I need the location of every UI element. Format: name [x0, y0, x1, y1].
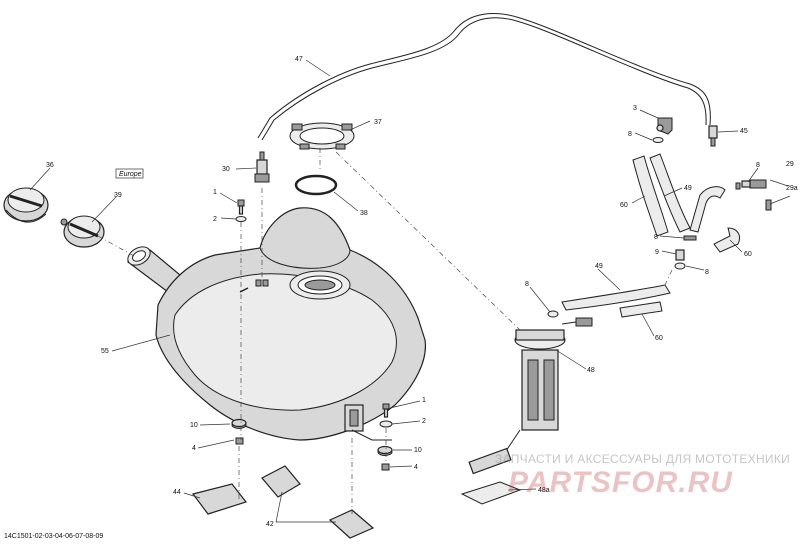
callout-3: 3 — [633, 105, 637, 112]
region-tag-box — [115, 168, 144, 179]
watermark-text: ЗАПЧАСТИ И АКСЕССУАРЫ ДЛЯ МОТОТЕХНИКИ — [495, 452, 791, 466]
fuel-tank-55 — [155, 207, 427, 441]
tank-pad-42-bottom — [328, 509, 375, 539]
callout-8-d: 8 — [705, 269, 709, 276]
callout-4-right: 4 — [414, 464, 418, 471]
clamp-8-b — [735, 182, 741, 190]
pump-strainer-48a — [460, 481, 522, 505]
bolt-1-lower — [382, 403, 390, 418]
clamp-8-e — [547, 310, 559, 318]
callout-2-lower: 2 — [422, 418, 426, 425]
callout-47: 47 — [295, 56, 303, 63]
hose-60-lower — [713, 227, 741, 253]
callout-38: 38 — [360, 210, 368, 217]
nut-4-left — [235, 437, 244, 445]
callout-8-a: 8 — [628, 131, 632, 138]
callout-37: 37 — [374, 119, 382, 126]
check-valve-45 — [708, 125, 718, 147]
hose-60-bottom — [619, 301, 663, 318]
callout-1-lower: 1 — [422, 397, 426, 404]
clip-29a — [765, 199, 772, 211]
callout-45: 45 — [740, 128, 748, 135]
region-tag-europe: Europe — [119, 171, 142, 178]
callout-36: 36 — [46, 162, 54, 169]
tank-pad-44 — [191, 483, 248, 515]
callout-39: 39 — [114, 192, 122, 199]
callout-2-upper: 2 — [213, 216, 217, 223]
pump-lock-ring-37 — [289, 122, 355, 150]
callout-48a: 48a — [538, 487, 550, 494]
tank-pad-42-top — [261, 465, 301, 498]
nut-4-right — [381, 463, 390, 471]
clamp-8-a — [652, 137, 664, 143]
callout-8-c: 8 — [654, 234, 658, 241]
vent-line-47 — [257, 13, 711, 139]
callout-55: 55 — [101, 348, 109, 355]
callout-8-e: 8 — [525, 281, 529, 288]
fuel-pump-48 — [468, 317, 593, 475]
callout-60-upper: 60 — [620, 202, 628, 209]
callout-60-bottom: 60 — [655, 335, 663, 342]
callout-30: 30 — [222, 166, 230, 173]
washer-2-upper — [235, 216, 247, 222]
fuel-cap-39 — [60, 215, 105, 248]
washer-2-lower — [379, 420, 393, 428]
spacer-10-left — [231, 418, 247, 429]
callout-48: 48 — [587, 367, 595, 374]
o-ring-38 — [294, 174, 338, 196]
fitting-9 — [675, 249, 685, 261]
callout-49-lower: 49 — [595, 263, 603, 270]
hose-60-right — [689, 186, 726, 233]
callout-29a: 29a — [786, 185, 798, 192]
callout-9: 9 — [655, 249, 659, 256]
callout-1-upper: 1 — [213, 189, 217, 196]
hose-49-lower — [561, 284, 671, 311]
callout-8-b: 8 — [756, 162, 760, 169]
callout-44: 44 — [173, 489, 181, 496]
clamp-8-d — [674, 262, 686, 270]
callout-60-right: 60 — [744, 251, 752, 258]
callout-42: 42 — [266, 521, 274, 528]
fitting-29 — [741, 179, 767, 189]
callout-4-left: 4 — [192, 445, 196, 452]
watermark-logo: PARTSFOR.RU — [508, 466, 733, 499]
elbow-fitting-3 — [656, 117, 673, 135]
callout-10-right: 10 — [414, 447, 422, 454]
document-code: 14C1501-02-03-04-06-07-08-09 — [4, 533, 104, 540]
fuel-cap-36 — [3, 187, 49, 223]
callout-49-upper: 49 — [684, 185, 692, 192]
spacer-10-right — [377, 445, 393, 456]
callout-10-left: 10 — [190, 422, 198, 429]
callout-29: 29 — [786, 161, 794, 168]
hose-60-upper — [632, 155, 669, 237]
bolt-1-upper — [237, 199, 245, 215]
fitting-30 — [254, 151, 270, 183]
clamp-8-c — [683, 235, 697, 241]
